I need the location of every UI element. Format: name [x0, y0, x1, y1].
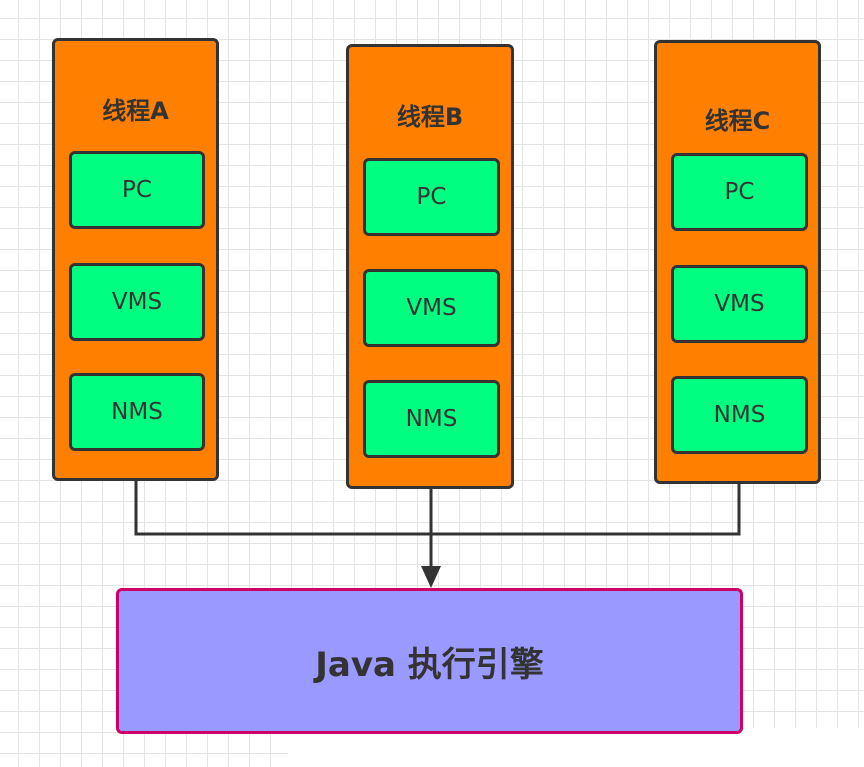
background-strip: [288, 728, 864, 767]
thread-c-pc: PC: [671, 153, 808, 231]
thread-a-pc: PC: [69, 151, 205, 229]
thread-b-pc: PC: [363, 158, 500, 236]
arrowhead-icon: [421, 566, 441, 588]
java-execution-engine: Java 执行引擎: [116, 588, 743, 734]
thread-b-nms: NMS: [363, 380, 500, 458]
thread-b: 线程B PC VMS NMS: [346, 44, 514, 489]
thread-a-nms: NMS: [69, 373, 205, 451]
thread-b-vms: VMS: [363, 269, 500, 347]
thread-a-vms: VMS: [69, 263, 205, 341]
thread-a-title: 线程A: [102, 97, 169, 125]
thread-a: 线程A PC VMS NMS: [52, 38, 219, 481]
connector-thread-c: [432, 482, 741, 536]
thread-c-nms: NMS: [671, 376, 808, 454]
thread-c: 线程C PC VMS NMS: [654, 40, 821, 484]
thread-c-vms: VMS: [671, 265, 808, 343]
thread-b-title: 线程B: [396, 103, 464, 131]
thread-c-title: 线程C: [704, 107, 771, 135]
connector-thread-a: [134, 479, 432, 536]
